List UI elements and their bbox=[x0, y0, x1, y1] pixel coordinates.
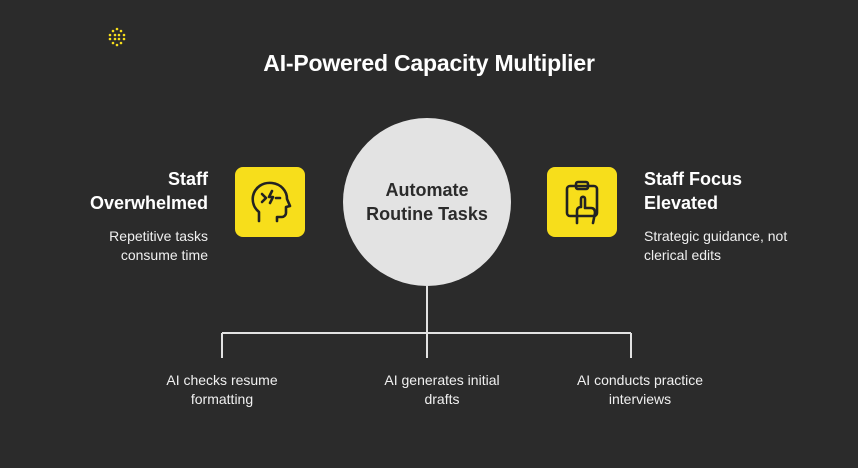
center-node-label: Automate Routine Tasks bbox=[366, 180, 488, 224]
branch-label-resume: AI checks resume formatting bbox=[166, 372, 278, 407]
left-description: Repetitive tasks consume time bbox=[109, 228, 208, 263]
right-heading: Staff Focus Elevated bbox=[644, 169, 743, 213]
left-heading: Staff Overwhelmed bbox=[89, 169, 208, 213]
hand-clipboard-icon bbox=[547, 167, 617, 237]
logo-icon bbox=[108, 27, 126, 47]
branch-label-interviews: AI conducts practice interviews bbox=[576, 372, 704, 407]
stressed-head-icon bbox=[235, 167, 305, 237]
center-node: Automate Routine Tasks bbox=[343, 118, 511, 286]
branch-label-drafts: AI generates initial drafts bbox=[384, 372, 500, 407]
right-description: Strategic guidance, not clerical edits bbox=[644, 228, 788, 263]
page-title: AI-Powered Capacity Multiplier bbox=[263, 50, 595, 76]
